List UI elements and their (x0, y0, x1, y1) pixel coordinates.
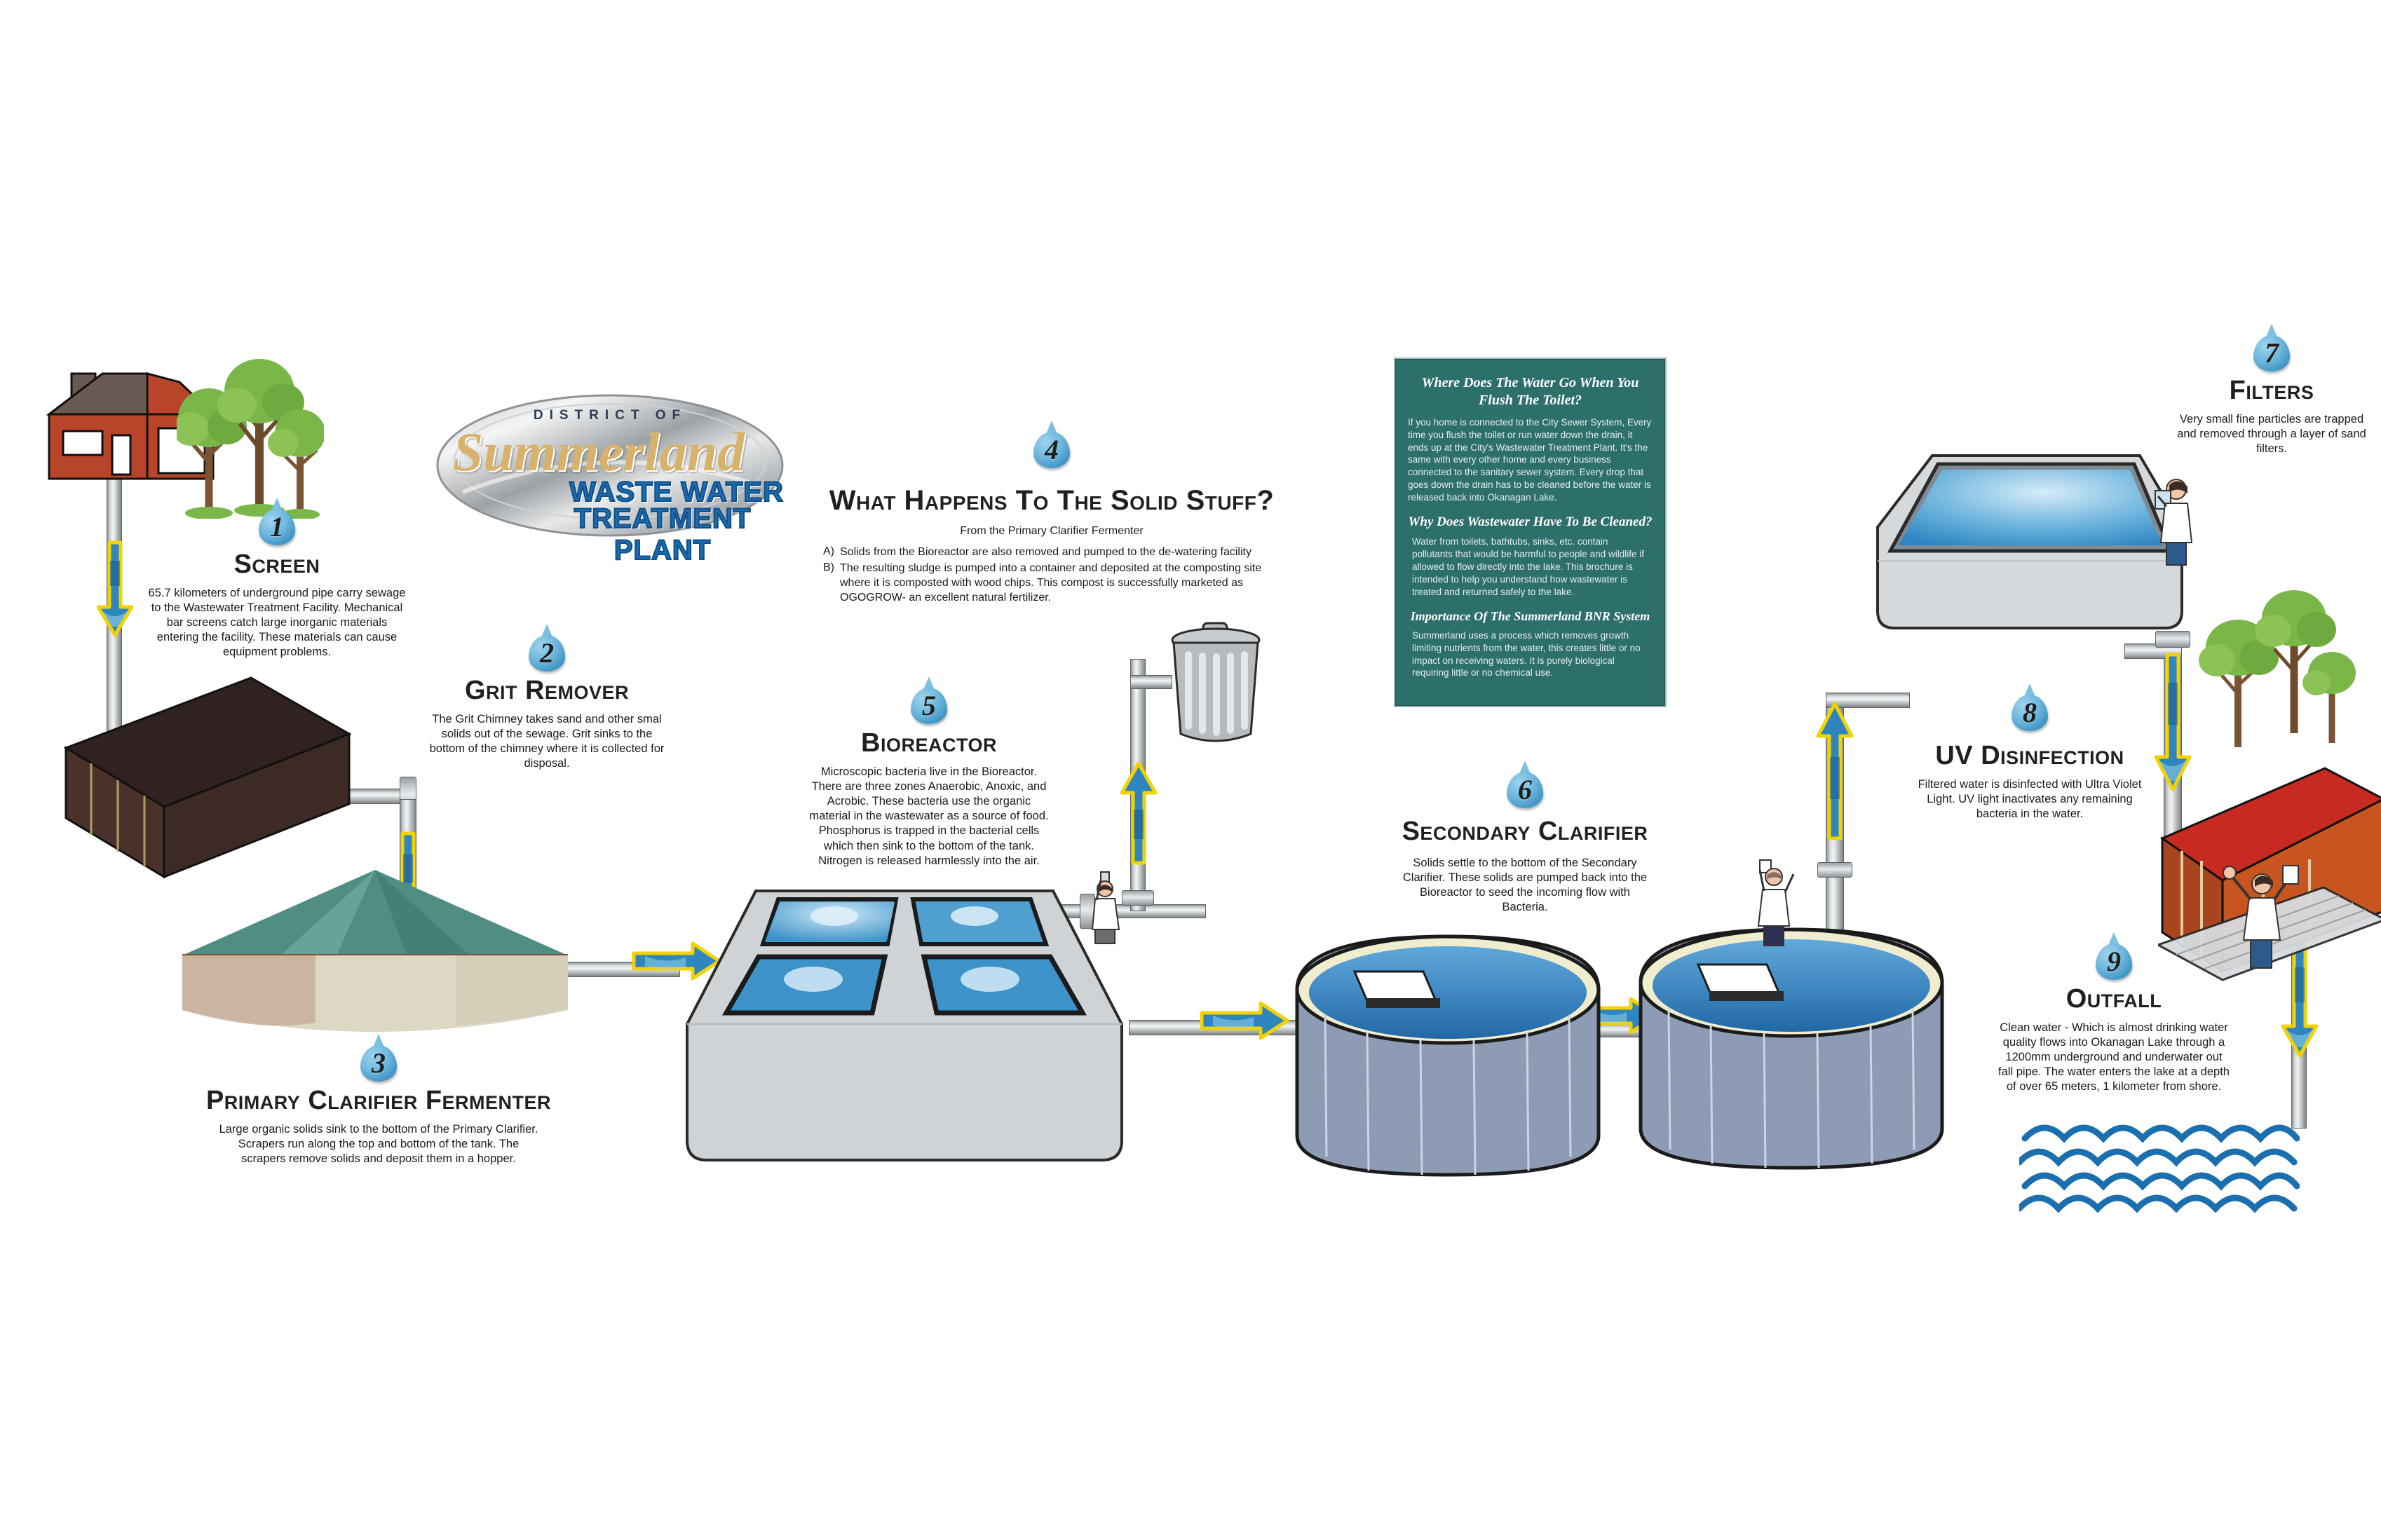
plant-logo: DISTRICT OF Summerland WASTE WATER TREAT… (435, 387, 785, 566)
step-primary-clarifier: 3 Primary Clarifier Fermenter Large orga… (140, 1034, 617, 1166)
step-2-drop-icon: 2 (529, 624, 565, 672)
step-4-item-b-marker: B) (823, 561, 834, 574)
flow-arrow-up-filter (1816, 701, 1854, 841)
step-3-drop-icon: 3 (360, 1034, 397, 1082)
step-6-title: Secondary Clarifier (1402, 817, 1648, 846)
step-3-body: Large organic solids sink to the bottom … (219, 1123, 538, 1166)
step-4-drop-icon: 4 (1033, 421, 1070, 468)
step-9-drop-icon: 9 (2096, 932, 2132, 980)
logo-district-text: DISTRICT OF (533, 408, 687, 423)
step-4-title: What Happens To The Solid Stuff? (829, 485, 1275, 516)
step-8-title: UV Disinfection (1935, 741, 2124, 770)
flow-arrow-down-outfall (2281, 939, 2318, 1058)
step-2-number: 2 (540, 637, 554, 669)
pipe-flange-5 (2155, 631, 2190, 648)
flow-arrow-right-secondary (1199, 999, 1290, 1042)
step-9-title: Outfall (2065, 984, 2162, 1014)
step-6-body: Solids settle to the bottom of the Secon… (1402, 857, 1648, 914)
flow-arrow-up-trash (1120, 761, 1157, 866)
bioreactor-tank (686, 890, 1123, 1161)
step-5-body: Microscopic bacteria live in the Bioreac… (809, 765, 1049, 867)
step-solid-stuff: 4 What Happens To The Solid Stuff? From … (792, 421, 1311, 606)
step-4-item-b-text: The resulting sludge is pumped into a co… (840, 562, 1262, 604)
worker-filters (2155, 479, 2193, 566)
info-heading-2: Why Does Wastewater Have To Be Cleaned? (1408, 514, 1653, 529)
okanagan-lake (2019, 1124, 2300, 1213)
step-8-drop-icon: 8 (2012, 683, 2048, 731)
step-6-number: 6 (1518, 774, 1532, 805)
step-filters: 7 Filters Very small fine particles are … (2163, 324, 2380, 456)
logo-line2-text: TREATMENT PLANT (574, 503, 752, 566)
step-bioreactor: 5 Bioreactor Microscopic bacteria live i… (789, 676, 1069, 868)
logo-line1-text: WASTE WATER (569, 476, 784, 508)
step-9-body: Clean water - Which is almost drinking w… (1998, 1021, 2230, 1093)
step-outfall: 9 Outfall Clean water - Which is almost … (1974, 932, 2254, 1095)
step-1-body: 65.7 kilometers of underground pipe carr… (148, 587, 406, 659)
secondary-clarifier-tank-2 (1639, 927, 1944, 1170)
flow-arrow-down-uv (2154, 652, 2192, 792)
secondary-clarifier-tank-1 (1295, 934, 1601, 1177)
tree-cluster-left (177, 359, 324, 519)
step-2-title: Grit Remover (464, 676, 630, 705)
step-4-number: 4 (1045, 434, 1059, 465)
step-3-title: Primary Clarifier Fermenter (205, 1086, 552, 1115)
pipe-filter-inlet (1826, 693, 1910, 708)
residential-house (46, 372, 216, 480)
step-7-number: 7 (2265, 337, 2279, 369)
step-8-body: Filtered water is disinfected with Ultra… (1918, 778, 2142, 821)
worker-outfall (2223, 865, 2299, 969)
info-body-2: Water from toilets, bathtubs, sinks, etc… (1412, 536, 1644, 597)
step-7-title: Filters (2229, 376, 2314, 405)
flow-arrow-right-clarifier (631, 939, 722, 983)
info-heading-1: Where Does The Water Go When You Flush T… (1421, 375, 1639, 408)
step-6-drop-icon: 6 (1507, 761, 1543, 808)
pipe-trash-inlet (1130, 675, 1172, 689)
info-panel: Where Does The Water Go When You Flush T… (1394, 357, 1667, 707)
pipe-flange-3 (1122, 890, 1154, 906)
step-4-item-a-text: Solids from the Bioreactor are also remo… (840, 546, 1251, 559)
step-5-drop-icon: 5 (911, 676, 947, 724)
step-3-number: 3 (372, 1047, 386, 1079)
sand-filter-tank (1876, 454, 2183, 629)
flow-arrow-down-house (97, 540, 133, 638)
pipe-flange-4 (1817, 862, 1852, 878)
info-heading-3: Importance Of The Summerland BNR System (1410, 608, 1650, 623)
step-1-drop-icon: 1 (259, 498, 295, 545)
step-1-number: 1 (270, 511, 284, 543)
step-8-number: 8 (2023, 697, 2037, 728)
step-screen: 1 Screen 65.7 kilometers of underground … (137, 498, 417, 660)
tree-cluster-right (2199, 590, 2356, 747)
compost-container (1171, 622, 1261, 742)
primary-clarifier-tank (182, 870, 568, 1032)
step-7-body: Very small fine particles are trapped an… (2177, 413, 2366, 456)
step-4-subtitle: From the Primary Clarifier Fermenter (960, 525, 1144, 537)
info-body-1: If you home is connected to the City Sew… (1408, 417, 1652, 503)
screen-building (63, 676, 352, 879)
worker-secondary-clarifier (1757, 859, 1795, 946)
step-5-title: Bioreactor (861, 728, 997, 758)
step-1-title: Screen (233, 550, 320, 579)
step-secondary-clarifier: 6 Secondary Clarifier Solids settle to t… (1360, 761, 1690, 915)
step-9-number: 9 (2107, 946, 2121, 977)
worker-primary-clarifier (1071, 859, 1078, 866)
info-body-3: Summerland uses a process which removes … (1412, 630, 1641, 679)
step-2-body: The Grit Chimney takes sand and other sm… (429, 713, 665, 770)
step-uv-disinfection: 8 UV Disinfection Filtered water is disi… (1893, 683, 2166, 822)
logo-name-text: Summerland (452, 421, 745, 482)
step-5-number: 5 (922, 690, 936, 721)
step-4-item-a-marker: A) (823, 545, 834, 558)
worker-bioreactor (1091, 871, 1120, 944)
step-7-drop-icon: 7 (2253, 324, 2290, 372)
step-grit-remover: 2 Grit Remover The Grit Chimney takes sa… (407, 624, 687, 771)
